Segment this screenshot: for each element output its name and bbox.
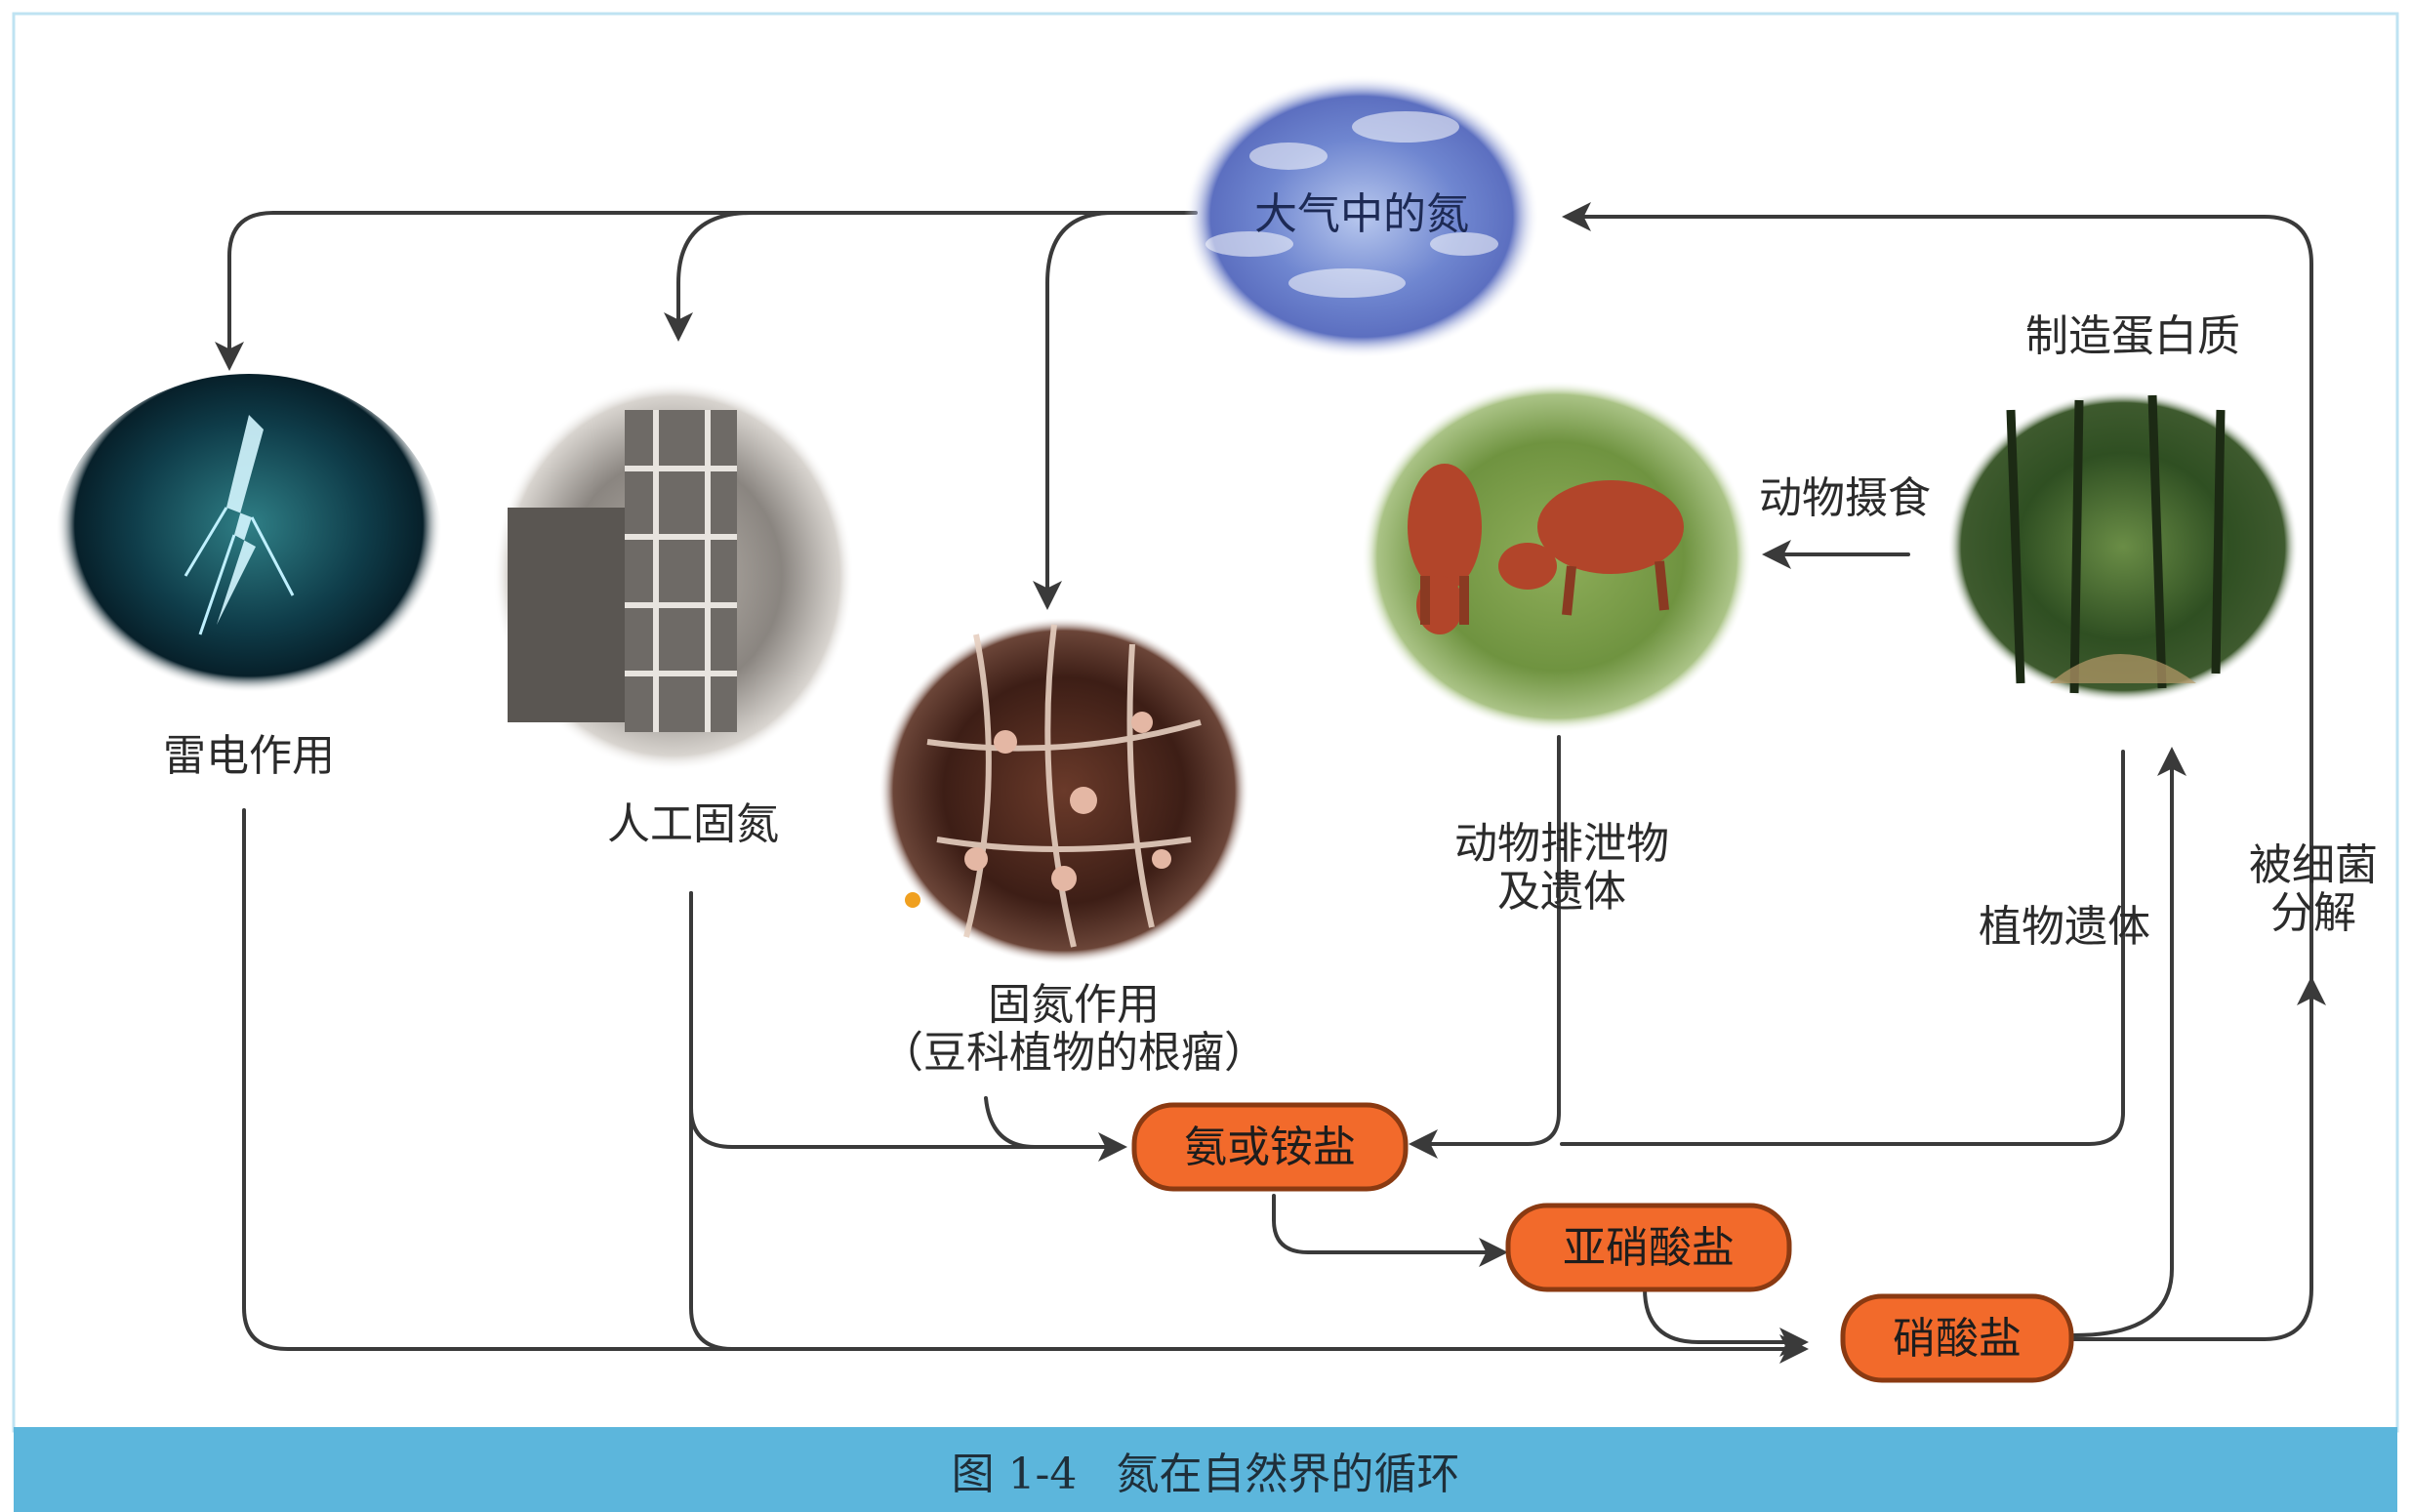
plant-remains-label: 植物遗体 xyxy=(1979,902,2150,952)
fixation-label-line2: （豆科植物的根瘤） xyxy=(880,1028,1267,1079)
industrial-fixation-label: 人工固氮 xyxy=(607,799,779,849)
atmosphere-label: 大气中的氮 xyxy=(1254,189,1469,239)
animal-waste-label: 动物排泄物 及遗体 xyxy=(1420,820,1703,917)
lightning-label: 雷电作用 xyxy=(163,731,335,781)
arrow-lightning-to-nitrate xyxy=(242,808,1809,1364)
arrow-atmosphere-to-industrial xyxy=(664,211,754,342)
atmosphere-photo xyxy=(1184,75,1539,358)
arrow-nitrite-to-nitrate xyxy=(1643,1287,1809,1357)
line-fixation-to-ammonia xyxy=(984,1096,1037,1149)
badge-nitrate: 硝酸盐 xyxy=(1840,1293,2074,1383)
fixation-label-line1: 固氮作用 xyxy=(988,980,1160,1030)
figure-title: 氮在自然界的循环 xyxy=(1116,1449,1460,1499)
figure-number: 图 1-4 xyxy=(951,1449,1078,1499)
bacteria-label-line2: 分解 xyxy=(2270,888,2356,939)
animal-waste-label-line2: 及遗体 xyxy=(1497,867,1626,918)
fixation-label: 固氮作用 （豆科植物的根瘤） xyxy=(859,981,1288,1078)
badge-nitrate-label: 硝酸盐 xyxy=(1893,1314,2022,1364)
lightning-photo xyxy=(56,374,442,710)
forest-photo xyxy=(1947,390,2299,703)
caption-bar: 图 1-4 氮在自然界的循环 xyxy=(14,1427,2397,1512)
arrow-animal-waste-to-ammonia xyxy=(1409,735,1561,1159)
arrow-nitrate-to-bacteria xyxy=(2072,976,2326,1341)
connector-lines xyxy=(215,202,2326,1364)
bacteria-label: 被细菌 分解 xyxy=(2226,841,2401,938)
arrow-atmosphere-to-fixation xyxy=(1033,211,1115,610)
arrow-atmosphere-to-lightning xyxy=(215,211,1198,371)
bacteria-label-line1: 被细菌 xyxy=(2249,840,2378,890)
badge-nitrite-label: 亚硝酸盐 xyxy=(1563,1223,1735,1273)
figure-caption: 图 1-4 氮在自然界的循环 xyxy=(14,1427,2397,1512)
badge-ammonia: 氨或铵盐 xyxy=(1131,1102,1409,1192)
arrow-industrial-to-ammonia xyxy=(689,891,1127,1162)
make-protein-label: 制造蛋白质 xyxy=(2025,311,2240,361)
root-nodules-photo xyxy=(879,617,1249,964)
animal-waste-label-line1: 动物排泄物 xyxy=(1454,819,1669,869)
badge-nitrite: 亚硝酸盐 xyxy=(1505,1203,1792,1292)
arrow-nitrate-to-plants xyxy=(2072,747,2186,1337)
animals-eat-label: 动物摄食 xyxy=(1759,473,1931,523)
badge-ammonia-label: 氨或铵盐 xyxy=(1184,1123,1356,1172)
cattle-photo xyxy=(1362,381,1752,732)
line-industrial-to-nitrate xyxy=(689,891,734,1351)
arrow-bacteria-to-atmosphere xyxy=(1562,202,2313,1007)
line-plant-remains-to-ammonia xyxy=(1560,750,2125,1146)
arrow-ammonia-to-nitrite xyxy=(1272,1194,1508,1267)
industrial-plant-photo xyxy=(493,381,854,771)
